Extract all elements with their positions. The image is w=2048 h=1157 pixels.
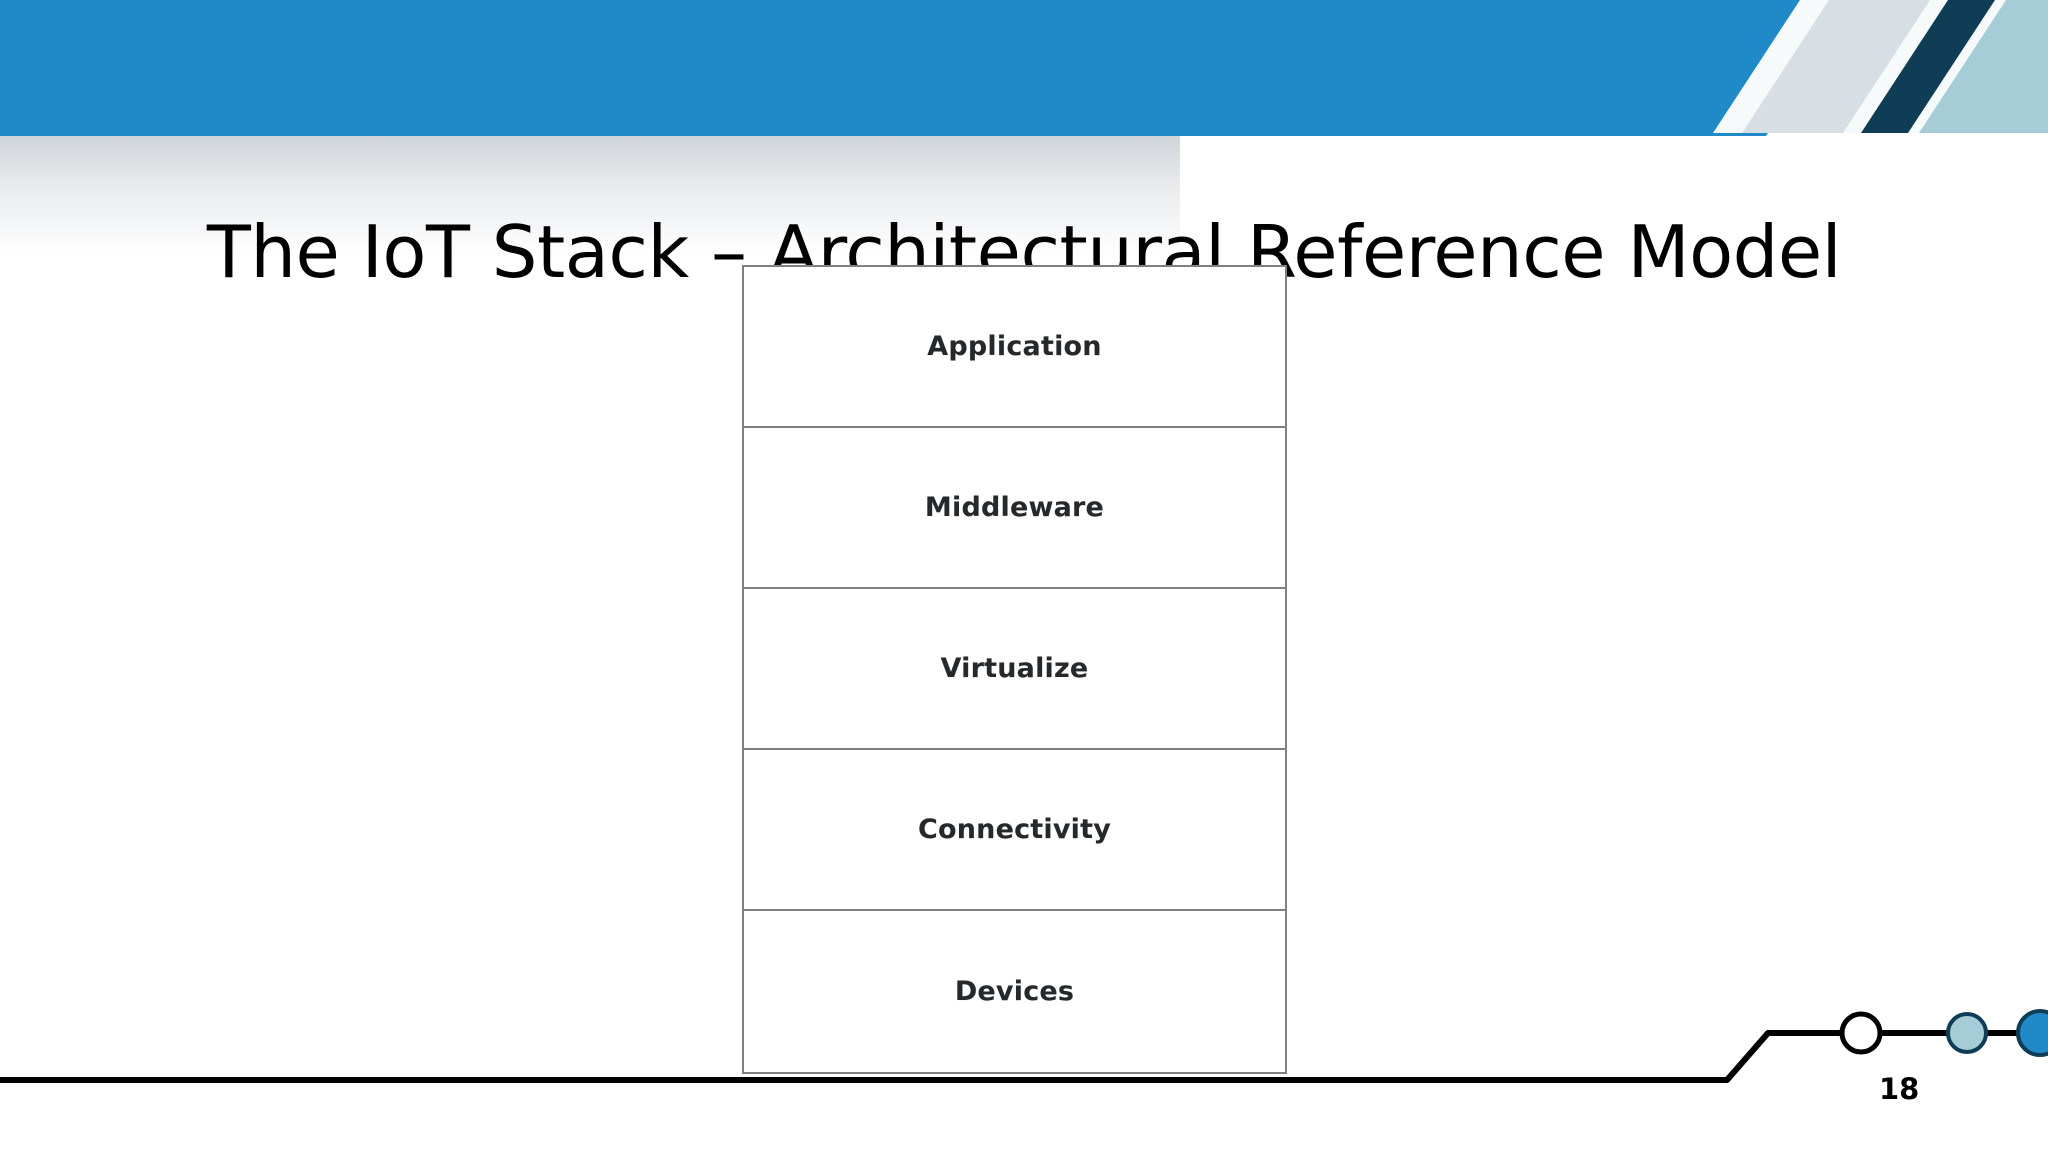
accent-stripe-white-1: [1713, 0, 1905, 133]
stack-layer-virtualize: Virtualize: [744, 589, 1285, 750]
stack-layer-middleware: Middleware: [744, 428, 1285, 589]
header-blue-band: [0, 0, 1855, 136]
stack-layer-label-connectivity: Connectivity: [917, 814, 1112, 845]
pager-dot-3[interactable]: [2016, 1009, 2048, 1057]
pager-dot-1[interactable]: [1839, 1011, 1883, 1055]
accent-stripe-teal: [1919, 0, 2048, 133]
stack-layer-devices: Devices: [744, 911, 1285, 1072]
accent-stripe-navy: [1861, 0, 2000, 133]
stack-layer-label-middleware: Middleware: [924, 492, 1105, 523]
stack-layer-label-devices: Devices: [954, 976, 1075, 1007]
stack-layer-application: Application: [744, 267, 1285, 428]
header-background: [0, 0, 2048, 200]
accent-stripe-gray: [1742, 0, 1938, 133]
page-number: 18: [1879, 1072, 1920, 1106]
stack-layer-label-application: Application: [927, 331, 1102, 362]
stack-layer-connectivity: Connectivity: [744, 750, 1285, 911]
stack-layer-label-virtualize: Virtualize: [940, 653, 1089, 684]
accent-stripe-white-3: [1908, 0, 2012, 133]
header-navy-band: [0, 136, 1128, 200]
accent-stripe-white-2: [1843, 0, 1955, 133]
slide-header-decoration: [0, 0, 2048, 200]
iot-stack-diagram: Application Middleware Virtualize Connec…: [742, 265, 1287, 1074]
pager-dot-2[interactable]: [1946, 1012, 1988, 1054]
